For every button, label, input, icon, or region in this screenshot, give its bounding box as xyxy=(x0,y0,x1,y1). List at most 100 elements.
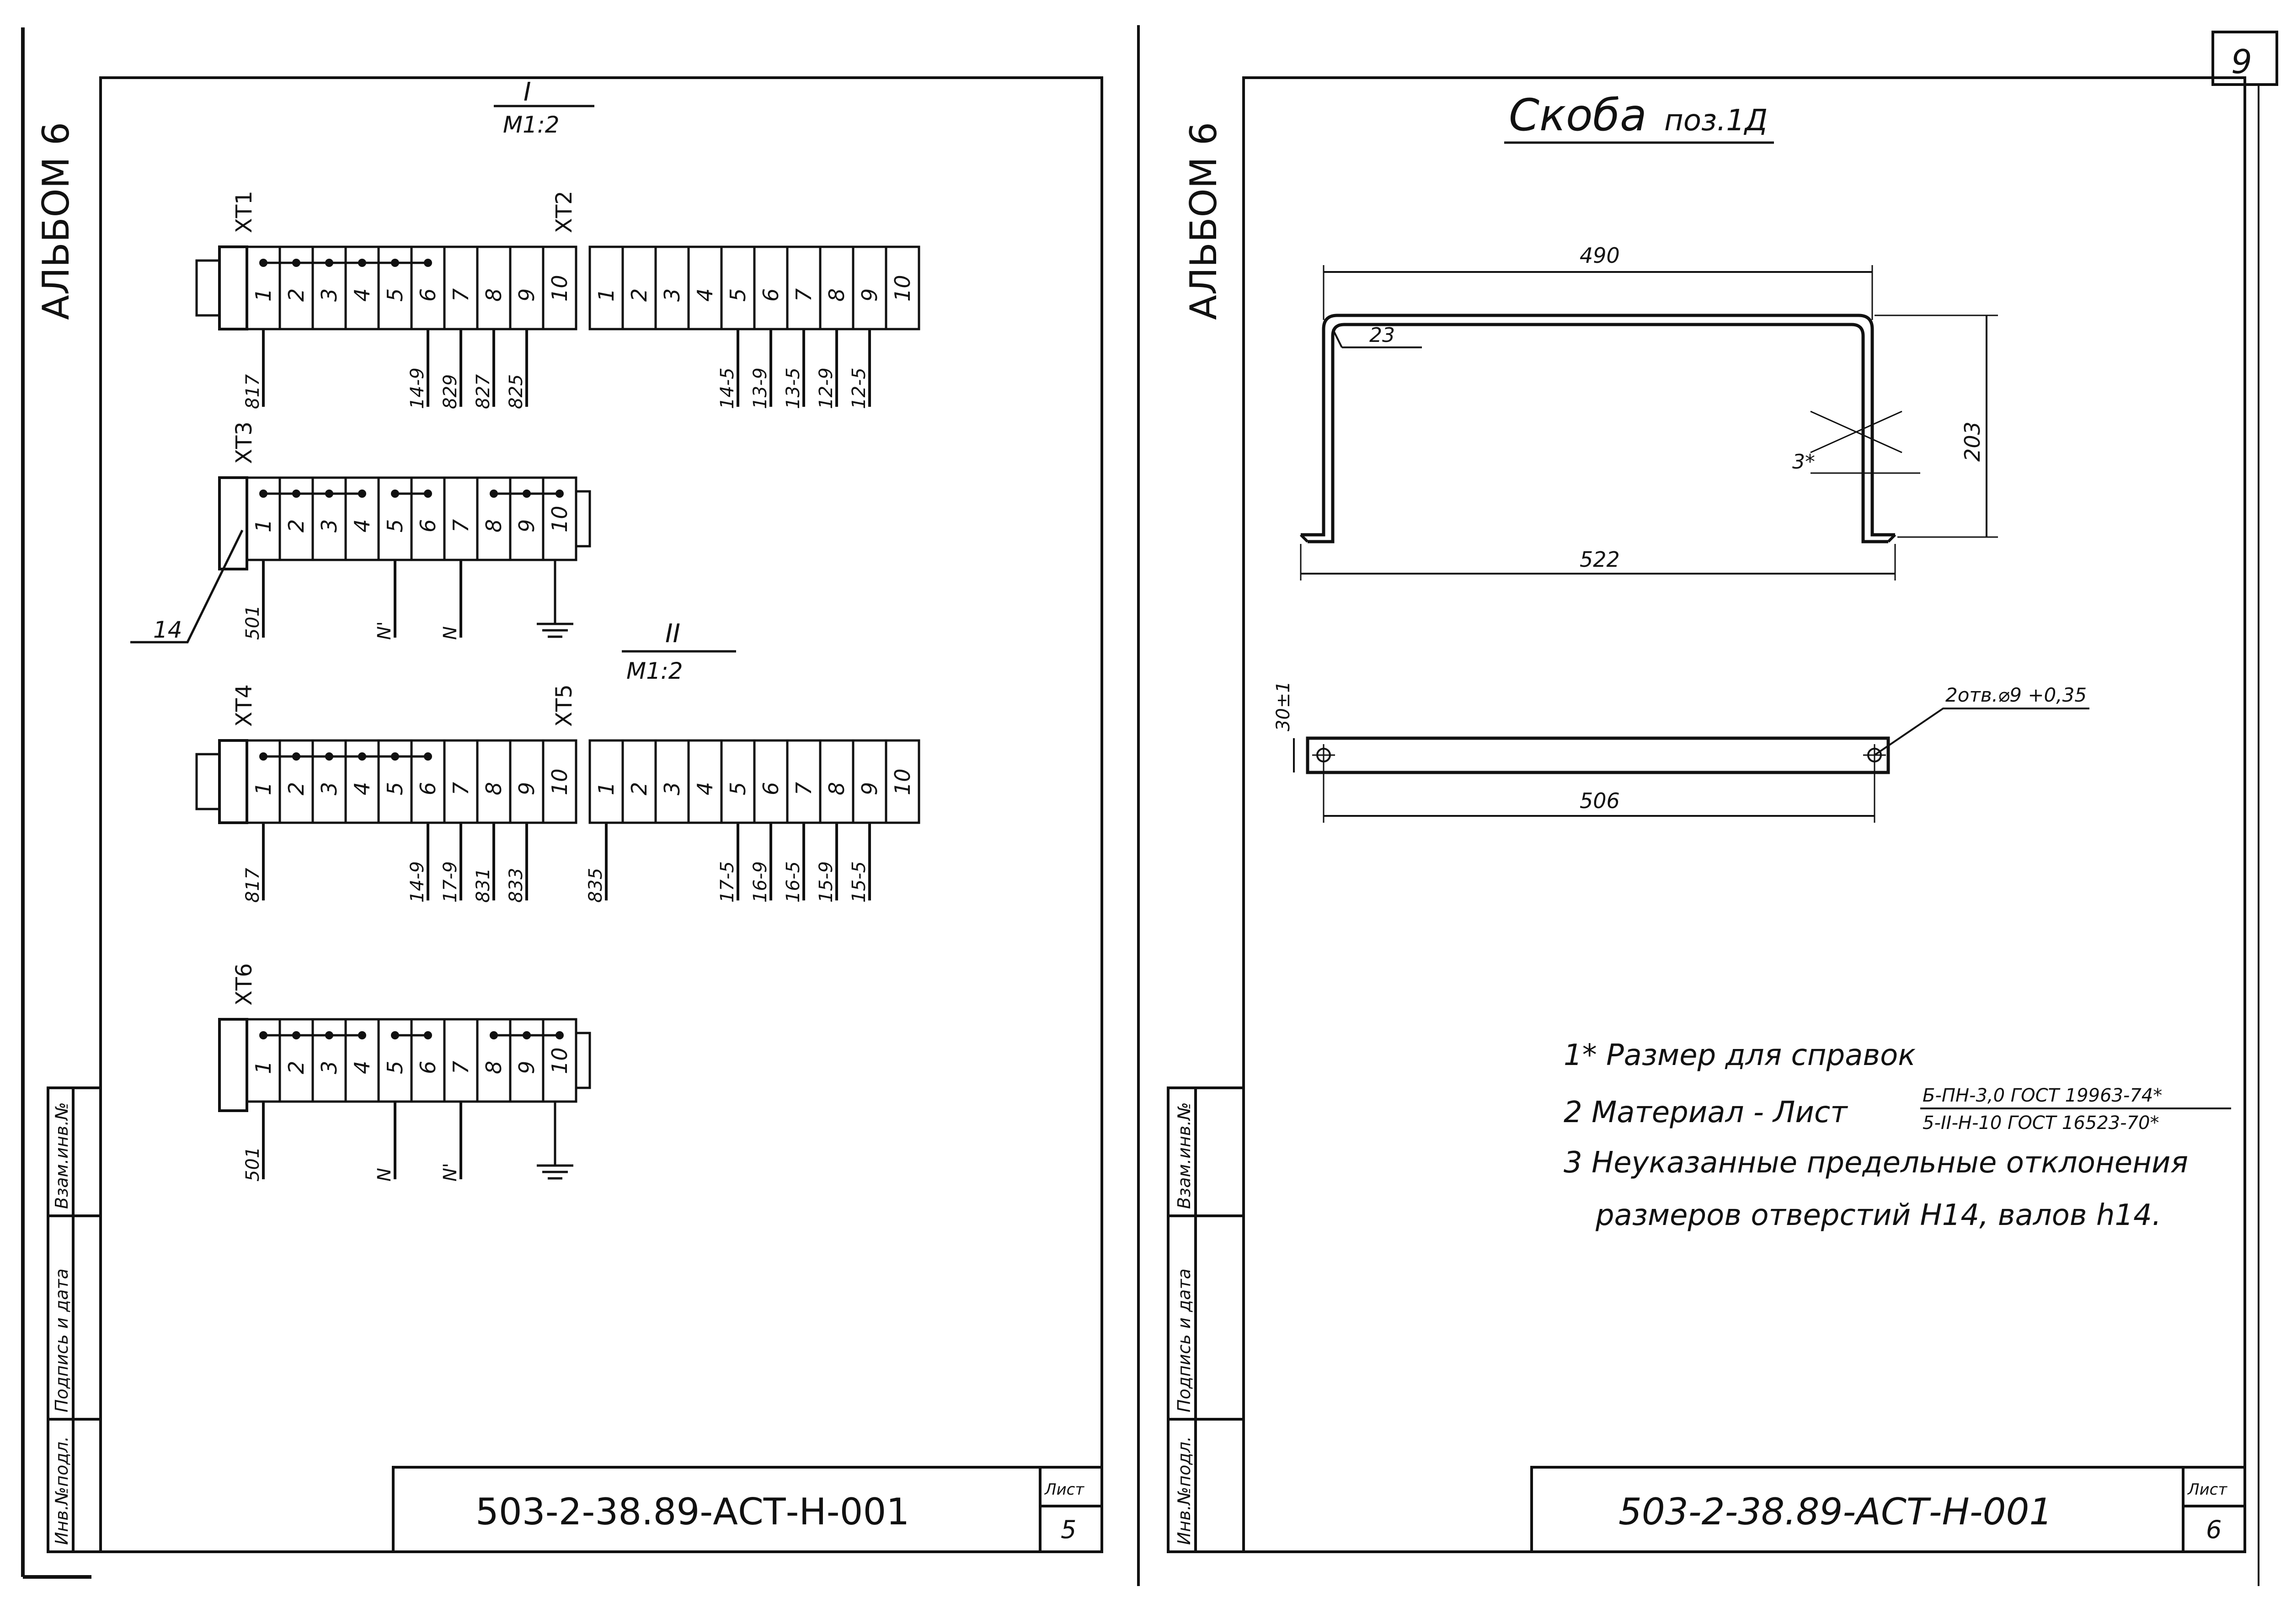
strip-cell xyxy=(542,245,577,330)
jumper-dot xyxy=(424,1031,432,1039)
strip-cell-number: 9 xyxy=(514,288,539,302)
left-stamp-vzam: Взам.инв.№ xyxy=(52,1102,72,1209)
left-title-code: 503-2-38.89-АСТ-Н-001 xyxy=(475,1491,909,1533)
wire-label: 14-5 xyxy=(717,367,738,409)
jumper-dot xyxy=(523,490,531,498)
strip-cell xyxy=(443,1018,479,1103)
strip-cell xyxy=(786,739,822,824)
strip-cell xyxy=(753,739,789,824)
jumper-dot xyxy=(325,752,333,761)
jumper-dot xyxy=(490,1031,498,1039)
jumper-dot xyxy=(358,1031,366,1039)
note-2-denominator: 5-II-Н-10 ГОСТ 16523-70* xyxy=(1923,1113,2159,1134)
dim-height: 203 xyxy=(1960,421,1985,462)
wire-label: 13-9 xyxy=(750,367,771,409)
jumper-dot xyxy=(292,259,300,267)
strip-cell xyxy=(885,739,920,824)
wire-label: 15-5 xyxy=(849,861,870,903)
wire-label: 835 xyxy=(585,868,606,903)
strip-cell-number: 3 xyxy=(660,782,684,795)
right-sheet-number: 6 xyxy=(2206,1515,2222,1544)
strip-cell xyxy=(509,245,545,330)
wire-label: 17-5 xyxy=(717,861,738,903)
wire-label: 829 xyxy=(440,374,461,409)
strip-name: ХТ4 xyxy=(231,684,257,727)
strip-cell-number: 8 xyxy=(824,288,849,302)
wire-label: 16-5 xyxy=(783,861,804,903)
strip-cell-number: 5 xyxy=(726,782,750,795)
wire-label: 501 xyxy=(242,605,263,640)
right-stamp-signature: Подпись и дата xyxy=(1174,1268,1194,1412)
jumper-dot xyxy=(292,490,300,498)
wire-label: 16-9 xyxy=(750,861,771,903)
strip-cell-number: 3 xyxy=(317,1061,342,1074)
strip-end-cap xyxy=(195,259,219,317)
strip-cell-number: 2 xyxy=(284,782,309,795)
jumper-dot xyxy=(555,1031,564,1039)
strip-cell-number: 2 xyxy=(627,288,652,302)
dim-top-length: 490 xyxy=(1580,243,1620,268)
jumper-dot xyxy=(424,752,432,761)
wire-label: 501 xyxy=(242,1147,263,1182)
wire-label: 17-9 xyxy=(440,861,461,903)
strip-cell-number: 2 xyxy=(627,782,652,795)
strip-cell-number: 4 xyxy=(693,288,717,302)
strip-cell-number: 8 xyxy=(481,1061,506,1074)
strip-cell xyxy=(720,245,756,330)
wire-label: N xyxy=(374,1168,395,1182)
strip-cell xyxy=(852,245,887,330)
strip-cell xyxy=(753,245,789,330)
strip-end-cap xyxy=(576,490,591,548)
right-sheet-frame xyxy=(1167,31,2278,1586)
callout-14: 14 xyxy=(153,617,182,643)
note-3-line1: 3 Неуказанные предельные отклонения xyxy=(1564,1146,2188,1180)
dim-bottom-length: 522 xyxy=(1580,547,1620,572)
wire-label: 14-9 xyxy=(407,861,428,903)
jumper-dot xyxy=(358,752,366,761)
strip-cell xyxy=(819,739,855,824)
jumper-dot xyxy=(523,1031,531,1039)
jumper-dot xyxy=(424,259,432,267)
view-ii-numeral: II xyxy=(665,619,680,649)
strip-cell xyxy=(476,245,512,330)
strip-cell-number: 9 xyxy=(514,782,539,795)
strip-name: ХТ3 xyxy=(231,421,257,464)
strip-cell xyxy=(885,245,920,330)
strip-cell-number: 5 xyxy=(383,519,407,532)
note-1: 1* Размер для справок xyxy=(1564,1038,1916,1072)
strip-cell-number: 8 xyxy=(481,519,506,532)
right-sheet-label: Лист xyxy=(2187,1480,2227,1499)
strip-cell xyxy=(654,739,690,824)
left-stamp-signature: Подпись и дата xyxy=(52,1268,72,1412)
strip-cell xyxy=(621,245,657,330)
strip-cell-number: 7 xyxy=(449,1061,473,1074)
wire-label: 827 xyxy=(473,374,494,409)
strip-cell-number: 6 xyxy=(758,288,783,302)
strip-cell-number: 1 xyxy=(251,1061,276,1074)
strip-cell-number: 4 xyxy=(693,782,717,795)
dim-holes: 2отв.⌀9 +0,35 xyxy=(1945,684,2087,706)
strip-cell-number: 2 xyxy=(284,1061,309,1074)
strip-end-block xyxy=(218,476,248,570)
jumper-dot xyxy=(325,1031,333,1039)
strip-cell xyxy=(542,739,577,824)
strip-cell-number: 3 xyxy=(660,288,684,302)
jumper-dot xyxy=(424,490,432,498)
strip-cell-number: 10 xyxy=(547,275,572,302)
jumper-dot xyxy=(292,752,300,761)
jumper-dot xyxy=(292,1031,300,1039)
strip-cell xyxy=(621,739,657,824)
strip-cell xyxy=(687,245,723,330)
jumper-dot xyxy=(259,490,267,498)
right-stamp-inv-podl: Инв.№подл. xyxy=(1174,1436,1194,1545)
jumper-dot xyxy=(391,752,399,761)
strip-cell-number: 2 xyxy=(284,519,309,532)
left-sheet-number: 5 xyxy=(1061,1515,1076,1544)
strip-cell-number: 6 xyxy=(416,1061,440,1074)
wire-label: 833 xyxy=(506,868,527,903)
jumper-dot xyxy=(259,259,267,267)
wire-label: 817 xyxy=(242,374,263,409)
